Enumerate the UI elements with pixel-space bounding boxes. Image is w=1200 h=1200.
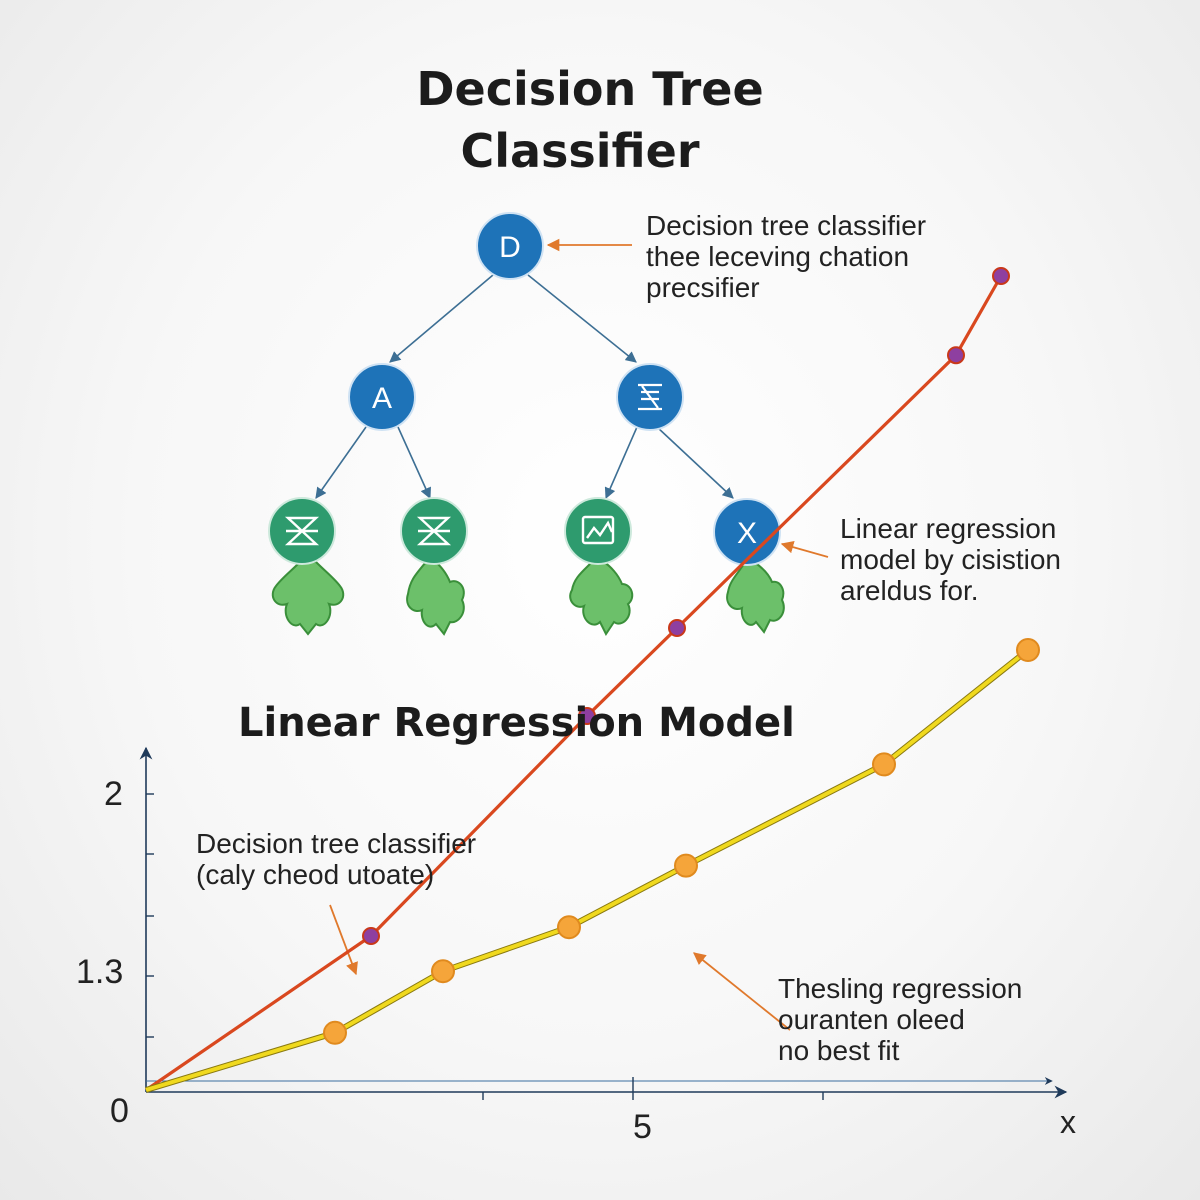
- y-tick-label-2: 2: [104, 775, 123, 813]
- x-tick-marks: [482, 1077, 824, 1100]
- x-tick-label-0: 0: [110, 1092, 129, 1130]
- edge-right-leaf3: [604, 426, 638, 500]
- y-tick-label-1-3: 1.3: [76, 953, 124, 991]
- edge-root-right: [527, 274, 637, 363]
- chart-icon: [581, 515, 615, 545]
- list-icon: [638, 383, 662, 411]
- regression-top-annotation-line3: areldus for.: [840, 575, 979, 606]
- tree-edges: [315, 274, 734, 500]
- root-node-label: D: [499, 231, 521, 264]
- hourglass-icon: [284, 516, 320, 546]
- tree-annotation-line3: precsifier: [646, 272, 760, 303]
- tree-left-node: A: [348, 363, 416, 431]
- red-line-annotation-line1: Decision tree classifier: [196, 828, 477, 859]
- yellow-series-point: [1016, 638, 1040, 662]
- edge-left-leaf2: [397, 426, 431, 500]
- y-tick-marks: [146, 793, 154, 1038]
- red-series-point: [992, 267, 1010, 285]
- yellow-series-point: [431, 959, 455, 984]
- chart-series: [145, 267, 1040, 1093]
- tree-leaf-2: [400, 497, 468, 636]
- red-series-line: [145, 275, 1003, 1092]
- yellow-line-annotation-line3: no best fit: [778, 1035, 900, 1066]
- yellow-series-point: [872, 752, 896, 777]
- yellow-series-point: [674, 853, 698, 878]
- yellow-line-annotation: Thesling regression ouranten oleed no be…: [778, 973, 1022, 1066]
- left-node-label: A: [372, 382, 392, 415]
- red-line-callout-arrow: [329, 904, 358, 976]
- red-series-point: [668, 619, 686, 637]
- leaf-plant-4: [726, 561, 785, 634]
- tree-title-line1: Decision Tree: [416, 62, 764, 116]
- edge-right-leaf4: [656, 426, 734, 499]
- red-series-point: [947, 346, 965, 365]
- red-series-point: [578, 707, 596, 725]
- leaf-plant-3: [569, 561, 634, 636]
- edge-left-leaf1: [315, 426, 367, 499]
- red-line-annotation: Decision tree classifier (caly cheod uto…: [196, 828, 476, 890]
- tree-title-line2: Classifier: [460, 124, 700, 178]
- leaf-callout-arrow: [780, 541, 829, 558]
- yellow-line-callout-arrow: [693, 952, 791, 1031]
- x-tick-label-5: 5: [633, 1108, 652, 1146]
- regression-top-annotation: Linear regression model by cisistion are…: [840, 513, 1061, 606]
- edge-root-left: [389, 274, 494, 363]
- hourglass-icon: [416, 516, 452, 546]
- regression-top-annotation-line1: Linear regression: [840, 513, 1057, 544]
- tree-annotation: Decision tree classifier thee leceving c…: [646, 210, 926, 303]
- tree-annotation-line2: thee leceving chation: [646, 241, 910, 272]
- tree-root-node: D: [476, 212, 544, 280]
- yellow-line-annotation-line2: ouranten oleed: [778, 1004, 965, 1035]
- red-series-point: [362, 927, 380, 945]
- leaf-plant-2: [406, 561, 465, 636]
- tree-annotation-line1: Decision tree classifier: [646, 210, 927, 241]
- chart-axes: [139, 746, 1068, 1100]
- regression-top-annotation-line2: model by cisistion: [840, 544, 1061, 575]
- tree-leaf-1: [268, 497, 345, 636]
- x-letter: X: [737, 517, 757, 550]
- yellow-line-annotation-line1: Thesling regression: [778, 973, 1023, 1004]
- yellow-series-point: [557, 915, 581, 940]
- tree-right-node: [616, 363, 684, 431]
- regression-title: Linear Regression Model: [238, 700, 795, 746]
- yellow-series-point: [323, 1020, 347, 1045]
- tree-leaf-3: [564, 497, 634, 636]
- red-line-annotation-line2: (caly cheod utoate): [196, 859, 435, 890]
- leaf-plant-1: [271, 561, 345, 636]
- x-axis-label: x: [1060, 1104, 1076, 1140]
- tree-leaf-4: X: [713, 498, 785, 634]
